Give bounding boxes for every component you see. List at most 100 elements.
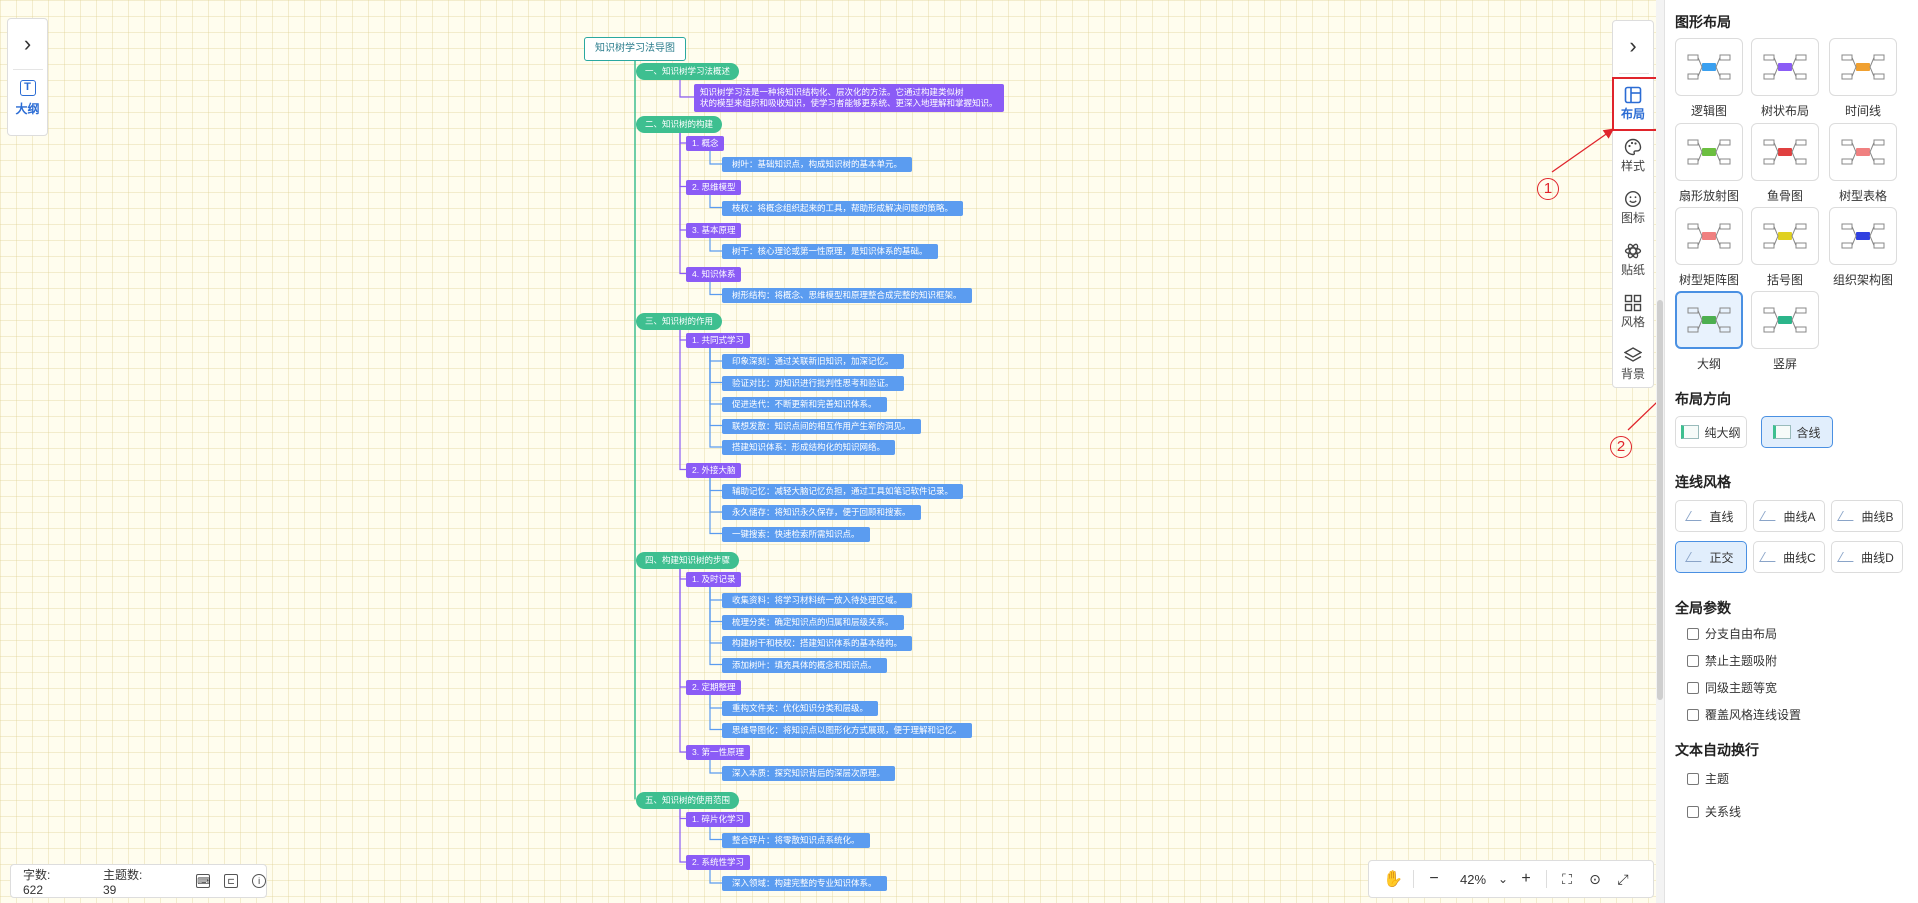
zoom-out-icon[interactable]: − xyxy=(1429,870,1439,887)
layout-option[interactable]: 树状布局 xyxy=(1751,38,1819,119)
zoom-level[interactable]: 42% xyxy=(1459,871,1487,887)
locate-center-icon[interactable]: ⊙ xyxy=(1589,870,1601,887)
checkbox[interactable] xyxy=(1687,654,1699,667)
scrollbar-thumb[interactable] xyxy=(1657,300,1663,700)
fullscreen-icon[interactable]: ⤢ xyxy=(1617,870,1629,887)
outline-label[interactable]: 大纲 xyxy=(15,102,40,116)
topic-level3[interactable]: 联想发散：知识点间的相互作用产生新的洞见。 xyxy=(722,418,921,434)
layout-option[interactable]: 逻辑图 xyxy=(1675,38,1743,119)
layout-option[interactable]: 扇形放射图 xyxy=(1675,123,1743,204)
checkbox[interactable] xyxy=(1687,681,1699,694)
topic-level3[interactable]: 构建树干和枝权：搭建知识体系的基本结构。 xyxy=(722,636,913,651)
chevron-right-icon[interactable]: › xyxy=(23,31,32,56)
direction-pure-outline-button[interactable]: 纯大纲 xyxy=(1675,416,1747,448)
connector-line xyxy=(709,586,722,623)
topic-level3[interactable]: 深入领域：构建完整的专业知识体系。 xyxy=(722,876,887,891)
topic-level3[interactable]: 树干：核心理论或第一性原理，是知识体系的基础。 xyxy=(722,244,938,259)
topic-level2[interactable]: 2. 外接大脑 xyxy=(686,462,742,478)
layout-option[interactable]: 组织架构图 xyxy=(1829,207,1897,288)
topic-level1[interactable]: 三、知识树的作用 xyxy=(636,313,723,330)
connector-style-icon xyxy=(1837,552,1860,562)
line-style-option[interactable]: 直线 xyxy=(1675,500,1747,532)
topic-level2[interactable]: 1. 及时记录 xyxy=(686,572,742,587)
topic-level3[interactable]: 梳理分类：确定知识点的归属和层级关系。 xyxy=(722,614,904,630)
topic-level3[interactable]: 树形结构：将概念、思维模型和原理整合成完整的知识框架。 xyxy=(722,287,972,303)
topic-level3[interactable]: 整合碎片：将零散知识点系统化。 xyxy=(722,832,870,848)
tool-layout[interactable]: 布局 xyxy=(1614,79,1652,129)
direction-label: 含线 xyxy=(1796,425,1821,440)
fit-screen-icon[interactable]: ⛶ xyxy=(1562,870,1572,887)
topic-level1[interactable]: 二、知识树的构建 xyxy=(636,116,723,133)
checkbox[interactable] xyxy=(1687,772,1699,785)
checkbox[interactable] xyxy=(1687,708,1699,721)
chevron-down-icon[interactable]: ⌄ xyxy=(1498,872,1509,886)
info-icon[interactable]: i xyxy=(252,874,266,888)
line-style-option[interactable]: 曲线A xyxy=(1753,500,1825,532)
layout-option[interactable]: 大纲 xyxy=(1675,291,1743,372)
topic-level3[interactable]: 促进迭代：不断更新和完善知识体系。 xyxy=(722,397,887,412)
layout-option[interactable]: 时间线 xyxy=(1829,38,1897,119)
topic-level3[interactable]: 辅助记忆：减轻大脑记忆负担，通过工具如笔记软件记录。 xyxy=(722,483,964,499)
direction-with-lines-button[interactable]: 含线 xyxy=(1761,416,1833,448)
topic-level3[interactable]: 思维导图化：将知识点以图形化方式展现，便于理解和记忆。 xyxy=(722,722,972,738)
line-style-option[interactable]: 正交 xyxy=(1675,541,1747,573)
layout-option[interactable]: 括号图 xyxy=(1751,207,1819,288)
topic-level2[interactable]: 1. 概念 xyxy=(686,136,725,151)
topic-level1[interactable]: 四、构建知识树的步骤 xyxy=(636,552,740,569)
topic-note[interactable]: 知识树学习法是一种将知识结构化、层次化的方法。它通过构建类似树状的模型来组织和吸… xyxy=(694,84,1004,112)
direction-label: 纯大纲 xyxy=(1704,425,1741,440)
topic-level3[interactable]: 搭建知识体系：形成结构化的知识网络。 xyxy=(722,440,896,455)
checkbox[interactable] xyxy=(1687,805,1699,818)
connector-line xyxy=(679,132,686,275)
checkbox-option[interactable]: 同级主题等宽 xyxy=(1687,679,1777,696)
connector-style-icon xyxy=(1685,552,1708,562)
tool-theme[interactable]: 风格 xyxy=(1614,287,1652,337)
topic-level2[interactable]: 2. 系统性学习 xyxy=(686,855,750,870)
topic-level3[interactable]: 树叶：基础知识点，构成知识树的基本单元。 xyxy=(722,157,913,172)
topic-level3[interactable]: 印象深刻：通过关联新旧知识，加深记忆。 xyxy=(722,354,904,369)
checkbox[interactable] xyxy=(1687,627,1699,640)
topic-level3[interactable]: 枝权：将概念组织起来的工具，帮助形成解决问题的策略。 xyxy=(722,200,964,216)
connector-line xyxy=(709,347,722,405)
topic-level2[interactable]: 2. 定期整理 xyxy=(686,680,742,695)
checkbox-option[interactable]: 禁止主题吸附 xyxy=(1687,652,1777,669)
frame-icon[interactable]: ⊏ xyxy=(224,874,239,888)
tool-style[interactable]: 样式 xyxy=(1614,131,1652,181)
tool-sticker[interactable]: 贴纸 xyxy=(1614,235,1652,285)
outline-icon[interactable]: T xyxy=(19,80,36,96)
tool-icon[interactable]: 图标 xyxy=(1614,183,1652,233)
topic-level2[interactable]: 3. 基本原理 xyxy=(686,223,742,238)
topic-level2[interactable]: 4. 知识体系 xyxy=(686,266,742,282)
topic-level3[interactable]: 添加树叶：填充具体的概念和知识点。 xyxy=(722,657,887,673)
layout-option[interactable]: 树型表格 xyxy=(1829,123,1897,204)
topic-level3[interactable]: 深入本质：探究知识背后的深层次原理。 xyxy=(722,766,896,781)
topic-level3[interactable]: 重构文件夹：优化知识分类和层级。 xyxy=(722,701,879,716)
checkbox-option[interactable]: 关系线 xyxy=(1687,803,1741,820)
layout-option[interactable]: 树型矩阵图 xyxy=(1675,207,1743,288)
topic-level3[interactable]: 永久储存：将知识永久保存，便于回顾和搜索。 xyxy=(722,505,921,520)
checkbox-option[interactable]: 主题 xyxy=(1687,770,1729,787)
chevron-right-icon[interactable]: › xyxy=(1629,33,1637,58)
zoom-in-icon[interactable]: + xyxy=(1521,870,1531,887)
topic-level3[interactable]: 一键搜索：快速检索所需知识点。 xyxy=(722,526,870,542)
line-style-option[interactable]: 曲线B xyxy=(1831,500,1903,532)
hand-tool-icon[interactable]: ✋ xyxy=(1383,871,1403,888)
tool-background[interactable]: 背景 xyxy=(1614,339,1652,389)
topic-level1[interactable]: 一、知识树学习法概述 xyxy=(636,63,740,80)
root-topic[interactable]: 知识树学习法导图 xyxy=(584,37,686,61)
checkbox-option[interactable]: 覆盖风格连线设置 xyxy=(1687,706,1801,723)
topic-level2[interactable]: 1. 碎片化学习 xyxy=(686,811,750,827)
checkbox-option[interactable]: 分支自由布局 xyxy=(1687,625,1777,642)
topic-level2[interactable]: 3. 第一性原理 xyxy=(686,745,750,760)
keyboard-icon[interactable]: ⌨ xyxy=(196,874,211,888)
topic-level3[interactable]: 验证对比：对知识进行批判性思考和验证。 xyxy=(722,375,904,391)
layout-option[interactable]: 鱼骨图 xyxy=(1751,123,1819,204)
topic-level2[interactable]: 2. 思维模型 xyxy=(686,179,742,195)
layout-option[interactable]: 竖屏 xyxy=(1751,291,1819,372)
topic-level1[interactable]: 五、知识树的使用范围 xyxy=(636,791,740,809)
line-style-option[interactable]: 曲线C xyxy=(1753,541,1825,573)
vertical-scrollbar[interactable] xyxy=(1656,0,1664,903)
topic-level2[interactable]: 1. 共同式学习 xyxy=(686,333,750,348)
topic-level3[interactable]: 收集资料：将学习材料统一放入待处理区域。 xyxy=(722,593,913,608)
line-style-option[interactable]: 曲线D xyxy=(1831,541,1903,573)
